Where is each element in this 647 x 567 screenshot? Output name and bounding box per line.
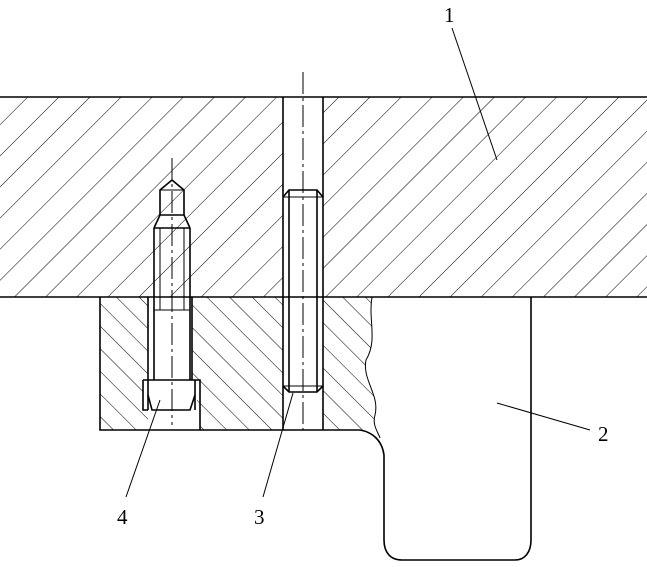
socket-screw bbox=[142, 158, 201, 430]
callout-2: 2 bbox=[598, 422, 609, 446]
lower-block bbox=[99, 296, 532, 561]
callout-4: 4 bbox=[117, 505, 128, 529]
leader-lines bbox=[125, 27, 591, 498]
leader-3 bbox=[262, 392, 294, 498]
callout-1: 1 bbox=[444, 3, 455, 27]
guide-pin bbox=[282, 72, 324, 430]
leader-4 bbox=[125, 399, 161, 498]
leader-2 bbox=[496, 402, 591, 431]
callout-3: 3 bbox=[254, 505, 265, 529]
callouts: 1 2 3 4 bbox=[117, 3, 609, 529]
leader-1 bbox=[451, 27, 498, 161]
